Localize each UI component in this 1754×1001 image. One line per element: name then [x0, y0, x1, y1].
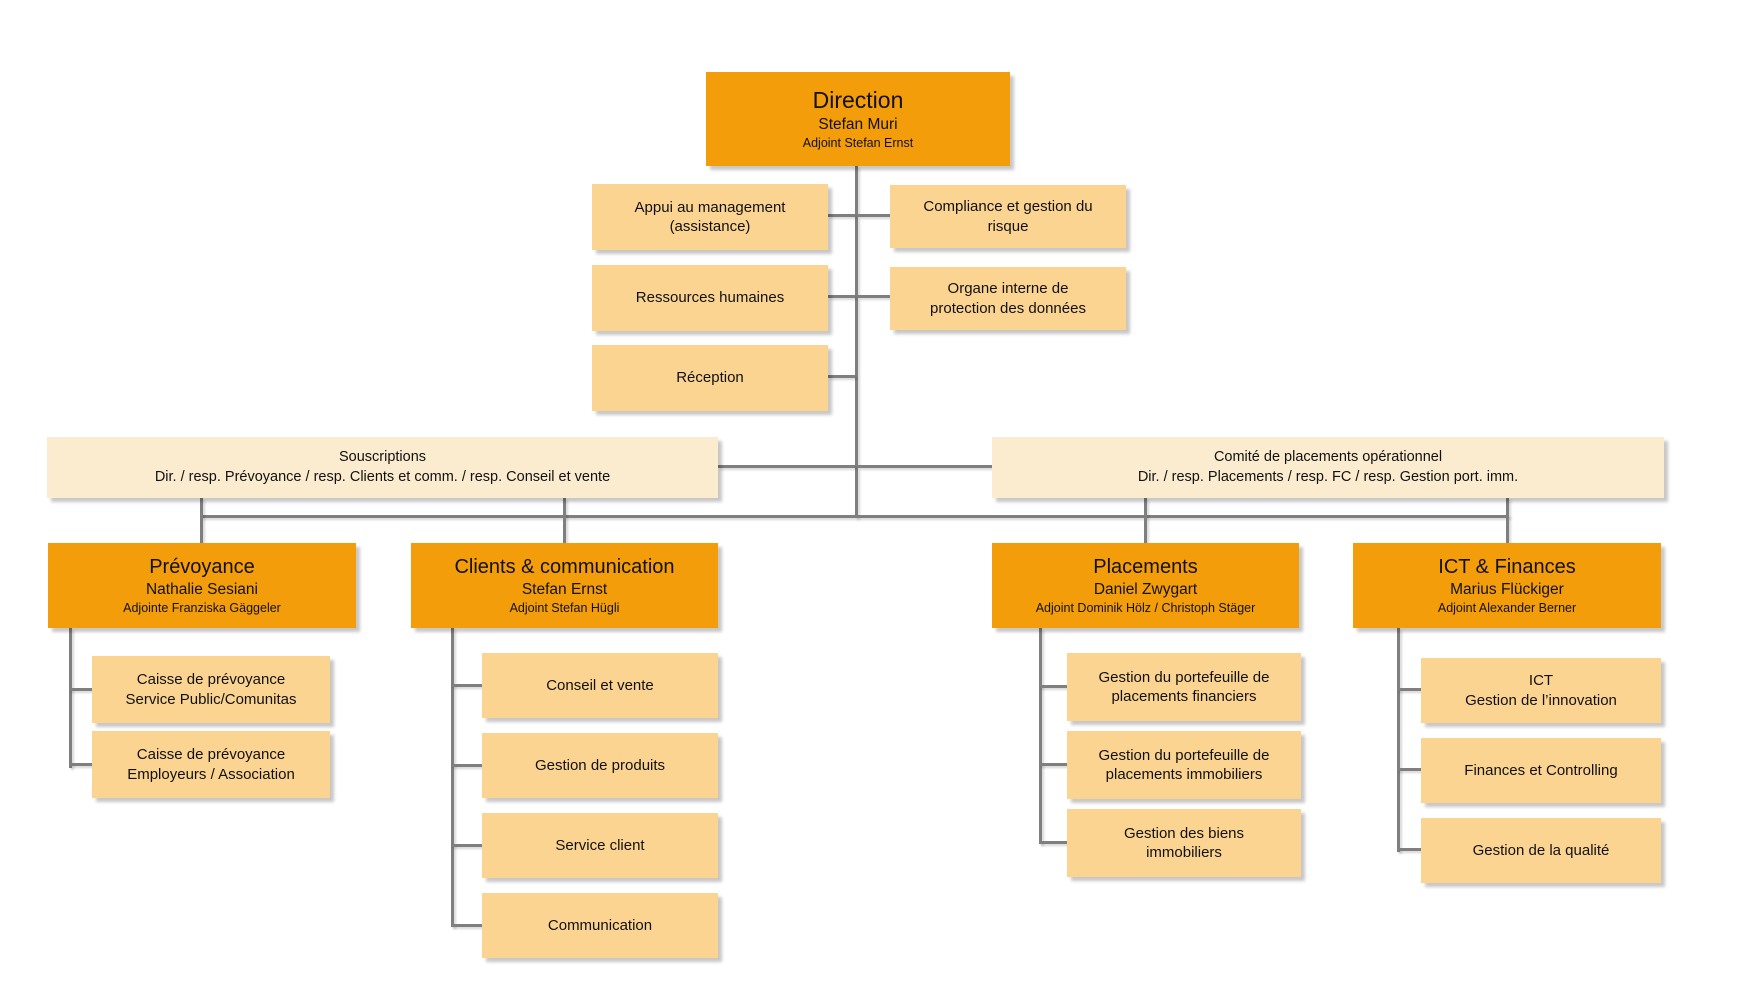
connector-placements-child-1	[1039, 685, 1067, 688]
unit-box-caisse-employeurs: Caisse de prévoyance Employeurs / Associ…	[92, 731, 330, 798]
connector-prevoyance-child-1	[69, 688, 92, 691]
department-head: Stefan Ernst	[521, 580, 608, 598]
department-head: Daniel Zwygart	[1093, 580, 1198, 598]
department-head: Marius Flückiger	[1450, 580, 1564, 598]
connector-compliance	[858, 214, 890, 217]
connector-ict-vline	[1397, 628, 1400, 852]
department-box-clients-communication: Clients & communication Stefan Ernst Adj…	[411, 543, 718, 628]
unit-label: Employeurs / Association	[127, 765, 295, 783]
unit-box-service-client: Service client	[482, 813, 718, 878]
connector-appui	[828, 214, 855, 217]
unit-box-gestion-qualite: Gestion de la qualité	[1421, 818, 1661, 883]
connector-stub-placements	[1144, 498, 1147, 543]
connector-organe	[858, 295, 890, 298]
connector-stub-clients	[563, 498, 566, 543]
unit-label: immobiliers	[1146, 844, 1222, 861]
unit-box-finances-controlling: Finances et Controlling	[1421, 738, 1661, 803]
department-title: Prévoyance	[149, 555, 255, 578]
department-title: Placements	[1093, 555, 1198, 578]
committee-members: Dir. / resp. Prévoyance / resp. Clients …	[154, 468, 611, 485]
staff-box-compliance: Compliance et gestion du risque	[890, 185, 1126, 248]
connector-prevoyance-vline	[69, 628, 72, 768]
unit-label: Gestion du portefeuille de	[1098, 668, 1270, 686]
unit-box-portefeuille-immobiliers: Gestion du portefeuille de placements im…	[1067, 731, 1301, 799]
unit-box-ict-innovation: ICT Gestion de l’innovation	[1421, 658, 1661, 723]
connector-placements-vline	[1039, 628, 1042, 844]
staff-label: Ressources humaines	[635, 289, 785, 307]
staff-label: Organe interne de	[947, 280, 1069, 297]
direction-box: Direction Stefan Muri Adjoint Stefan Ern…	[706, 72, 1010, 166]
department-box-ict-finances: ICT & Finances Marius Flückiger Adjoint …	[1353, 543, 1661, 628]
committee-title: Souscriptions	[338, 448, 427, 465]
unit-box-communication: Communication	[482, 893, 718, 958]
department-title: ICT & Finances	[1438, 555, 1576, 578]
committee-box-comite-placements: Comité de placements opérationnel Dir. /…	[992, 437, 1664, 498]
unit-label: ICT	[1528, 672, 1554, 689]
staff-box-appui: Appui au management (assistance)	[592, 184, 828, 250]
staff-label: Réception	[676, 369, 744, 387]
unit-label: Communication	[547, 916, 653, 934]
committee-title: Comité de placements opérationnel	[1213, 448, 1443, 465]
unit-label: Gestion de la qualité	[1472, 841, 1610, 859]
direction-head: Stefan Muri	[818, 116, 898, 134]
staff-label: (assistance)	[669, 218, 751, 235]
unit-label: Finances et Controlling	[1464, 761, 1618, 779]
unit-label: Gestion de produits	[534, 756, 666, 774]
department-title: Clients & communication	[454, 555, 675, 578]
connector-stub-ict	[1506, 498, 1509, 543]
direction-title: Direction	[812, 87, 904, 114]
connector-placements-child-3	[1039, 841, 1067, 844]
unit-box-caisse-service-public: Caisse de prévoyance Service Public/Comu…	[92, 656, 330, 723]
staff-box-organe-protection-donnees: Organe interne de protection des données	[890, 267, 1126, 330]
unit-label: Gestion des biens	[1123, 824, 1245, 842]
connector-ict-child-2	[1397, 768, 1421, 771]
connector-reception	[828, 375, 855, 378]
connector-crossbar	[200, 515, 1509, 518]
staff-label: Compliance et gestion du	[923, 198, 1093, 215]
unit-label: Service client	[555, 836, 645, 854]
unit-label: Gestion de l’innovation	[1465, 691, 1617, 709]
unit-label: placements immobiliers	[1105, 766, 1263, 783]
connector-souscriptions	[718, 465, 855, 468]
connector-direction-trunk	[855, 166, 858, 518]
unit-box-portefeuille-financiers: Gestion du portefeuille de placements fi…	[1067, 653, 1301, 721]
staff-box-reception: Réception	[592, 345, 828, 411]
connector-ict-child-1	[1397, 688, 1421, 691]
staff-label: Appui au management	[634, 198, 786, 216]
unit-box-gestion-biens-immobiliers: Gestion des biens immobiliers	[1067, 809, 1301, 877]
committee-box-souscriptions: Souscriptions Dir. / resp. Prévoyance / …	[47, 437, 718, 498]
department-box-placements: Placements Daniel Zwygart Adjoint Domini…	[992, 543, 1299, 628]
connector-prevoyance-child-2	[69, 763, 92, 766]
unit-label: Conseil et vente	[546, 676, 654, 694]
unit-label: placements financiers	[1111, 688, 1257, 705]
direction-deputy: Adjoint Stefan Ernst	[802, 136, 914, 151]
connector-clients-child-4	[451, 924, 482, 927]
connector-clients-child-1	[451, 684, 482, 687]
department-head: Nathalie Sesiani	[145, 580, 258, 598]
unit-box-gestion-de-produits: Gestion de produits	[482, 733, 718, 798]
connector-stub-prevoyance	[200, 498, 203, 543]
connector-ressources-humaines	[828, 295, 855, 298]
connector-ict-child-3	[1397, 848, 1421, 851]
unit-box-conseil-et-vente: Conseil et vente	[482, 653, 718, 718]
unit-label: Service Public/Comunitas	[125, 690, 297, 708]
connector-clients-child-2	[451, 764, 482, 767]
connector-placements-child-2	[1039, 763, 1067, 766]
staff-label: protection des données	[930, 299, 1086, 317]
committee-members: Dir. / resp. Placements / resp. FC / res…	[1137, 468, 1519, 485]
unit-label: Gestion du portefeuille de	[1098, 746, 1270, 764]
unit-label: Caisse de prévoyance	[136, 671, 286, 688]
staff-box-ressources-humaines: Ressources humaines	[592, 265, 828, 331]
staff-label: risque	[987, 217, 1029, 235]
department-deputy: Adjoint Alexander Berner	[1437, 600, 1577, 615]
department-deputy: Adjointe Franziska Gäggeler	[123, 600, 281, 615]
connector-clients-vline	[451, 628, 454, 927]
department-deputy: Adjoint Stefan Hügli	[509, 600, 620, 615]
department-deputy: Adjoint Dominik Hölz / Christoph Stäger	[1035, 600, 1256, 615]
connector-comite-placements	[858, 465, 992, 468]
connector-clients-child-3	[451, 844, 482, 847]
department-box-prevoyance: Prévoyance Nathalie Sesiani Adjointe Fra…	[48, 543, 356, 628]
unit-label: Caisse de prévoyance	[136, 746, 286, 763]
